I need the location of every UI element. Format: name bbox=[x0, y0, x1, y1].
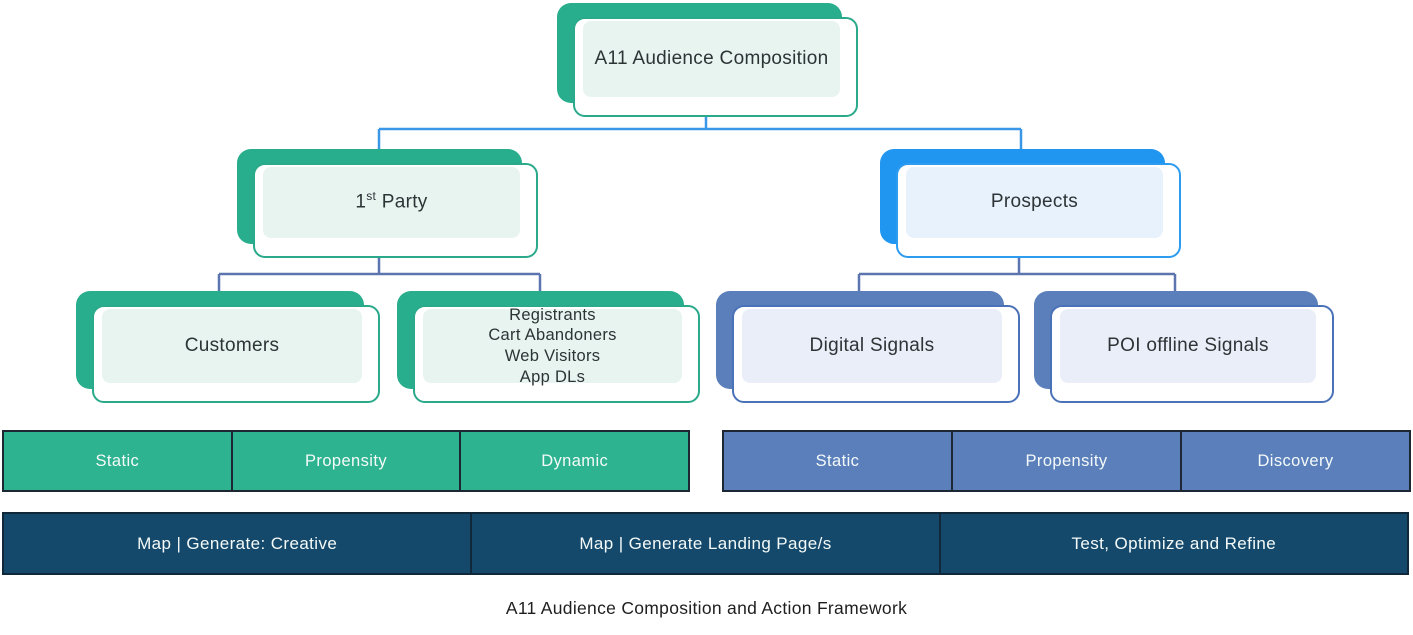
action-cell-creative: Map | Generate: Creative bbox=[4, 514, 473, 573]
action-cell-landing-page: Map | Generate Landing Page/s bbox=[472, 514, 941, 573]
node-customers-label: Customers bbox=[184, 334, 280, 356]
first-party-modes-bar: Static Propensity Dynamic bbox=[2, 430, 690, 492]
node-first-party-label: 1st Party bbox=[355, 189, 428, 213]
node-customers: Customers bbox=[76, 291, 380, 403]
mode-cell-propensity: Propensity bbox=[953, 432, 1182, 490]
node-poi-offline-signals: POI offline Signals bbox=[1034, 291, 1334, 403]
action-framework-bar: Map | Generate: Creative Map | Generate … bbox=[2, 512, 1409, 575]
node-audience-composition-label: A11 Audience Composition bbox=[594, 47, 829, 69]
prospect-modes-bar: Static Propensity Discovery bbox=[722, 430, 1411, 492]
mode-cell-propensity: Propensity bbox=[233, 432, 462, 490]
node-audience-composition: A11 Audience Composition bbox=[557, 3, 858, 117]
mode-cell-discovery: Discovery bbox=[1257, 451, 1334, 470]
node-prospects-label: Prospects bbox=[990, 191, 1079, 213]
mode-cell-static: Static bbox=[4, 432, 233, 490]
action-cell-test-optimize: Test, Optimize and Refine bbox=[1071, 533, 1277, 553]
node-digital-signals: Digital Signals bbox=[716, 291, 1020, 403]
node-registrants: Registrants Cart Abandoners Web Visitors… bbox=[397, 291, 700, 403]
mode-cell-dynamic: Dynamic bbox=[541, 451, 609, 470]
mode-cell-static: Static bbox=[724, 432, 953, 490]
diagram-caption: A11 Audience Composition and Action Fram… bbox=[505, 598, 908, 618]
node-poi-offline-signals-label: POI offline Signals bbox=[1107, 334, 1269, 356]
node-digital-signals-label: Digital Signals bbox=[809, 334, 935, 356]
node-first-party: 1st Party bbox=[237, 149, 538, 258]
node-registrants-label: Registrants Cart Abandoners Web Visitors… bbox=[488, 305, 617, 386]
node-prospects: Prospects bbox=[880, 149, 1181, 258]
